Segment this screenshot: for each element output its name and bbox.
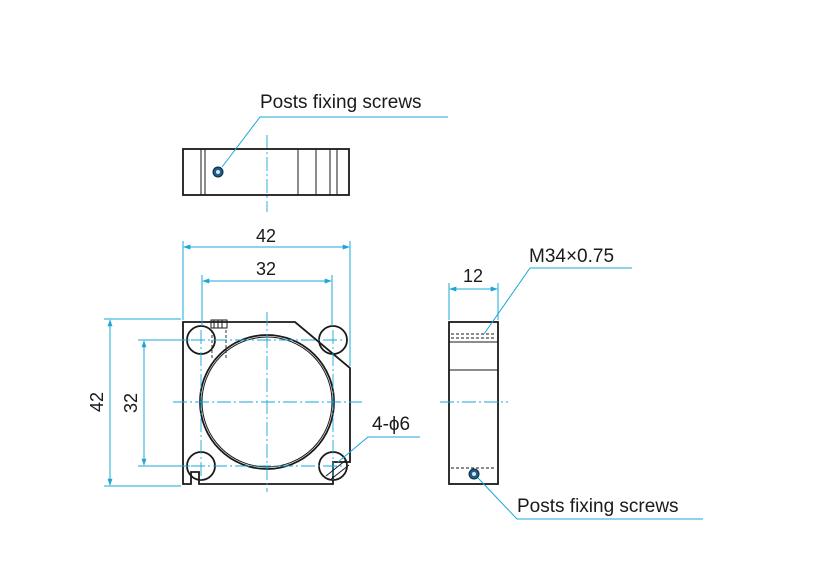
thread-leader-line xyxy=(483,267,632,335)
holes-label: 4-ϕ6 xyxy=(372,414,410,435)
side-view: 12 M34×0.75 Posts fixing screws xyxy=(440,246,703,520)
top-view-body xyxy=(182,148,350,196)
top-view-screw-label: Posts fixing screws xyxy=(260,92,422,113)
thread-label: M34×0.75 xyxy=(529,246,614,267)
side-view-body xyxy=(448,321,499,485)
top-view: Posts fixing screws xyxy=(182,92,448,212)
height-dimension-value: 42 xyxy=(87,392,107,412)
hole-pitch-horizontal-value: 32 xyxy=(256,259,276,279)
holes-leader-line xyxy=(337,436,420,463)
hole-pitch-vertical-value: 32 xyxy=(121,393,141,413)
top-view-leader-line xyxy=(221,116,448,168)
thickness-dimension-value: 12 xyxy=(463,266,483,286)
width-dimension-value: 42 xyxy=(256,226,276,246)
hole-screw-detail xyxy=(325,459,350,481)
front-view-body xyxy=(182,321,351,485)
side-view-screw xyxy=(468,468,480,480)
front-view-screw-boss xyxy=(210,319,228,358)
side-view-leader-line xyxy=(477,477,703,520)
top-view-screw xyxy=(212,166,224,178)
side-view-screw-label: Posts fixing screws xyxy=(517,496,679,517)
front-view: 42 32 42 32 4-ϕ6 xyxy=(87,226,420,492)
